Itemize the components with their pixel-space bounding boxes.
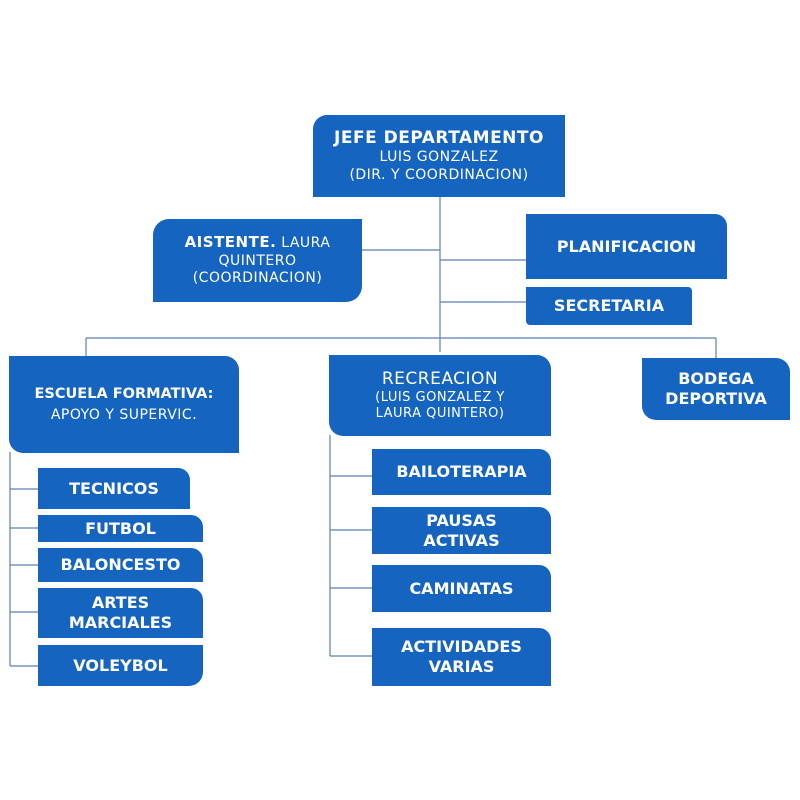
escuela-item-label: TECNICOS [69, 478, 159, 498]
recreacion-item-bailoterapia: BAILOTERAPIA [372, 449, 551, 495]
recreacion-box: RECREACION (LUIS GONZALEZ Y LAURA QUINTE… [329, 355, 551, 436]
recreacion-item-label: BAILOTERAPIA [396, 462, 527, 481]
recreacion-item-caminatas: CAMINATAS [372, 565, 551, 612]
recreacion-item-label-1: PAUSAS [426, 510, 497, 530]
bodega-line-1: BODEGA [678, 369, 754, 388]
escuela-item-artes-marciales: ARTES MARCIALES [38, 588, 203, 638]
assistant-name-rest: QUINTERO [218, 252, 297, 269]
assistant-line-1: AISTENTE. LAURA [185, 233, 331, 253]
escuela-item-label-1: ARTES [91, 593, 150, 612]
escuela-title: ESCUELA FORMATIVA: [34, 385, 214, 402]
bodega-box: BODEGA DEPORTIVA [642, 358, 790, 420]
planificacion-box: PLANIFICACION [526, 214, 727, 279]
recreacion-title: RECREACION [381, 368, 499, 389]
recreacion-item-actividades-varias: ACTIVIDADES VARIAS [372, 628, 551, 686]
assistant-role: (COORDINACION) [192, 270, 323, 287]
head-title: JEFE DEPARTAMENTO [334, 127, 544, 148]
head-role: (DIR. Y COORDINACION) [349, 166, 529, 183]
recreacion-item-pausas-activas: PAUSAS ACTIVAS [372, 507, 551, 554]
assistant-title: AISTENTE. [184, 233, 277, 252]
recreacion-item-label: CAMINATAS [409, 578, 514, 598]
escuela-item-label-2: MARCIALES [68, 613, 173, 632]
escuela-item-voleybol: VOLEYBOL [38, 645, 203, 686]
recreacion-item-label-2: ACTIVAS [423, 530, 500, 550]
escuela-item-tecnicos: TECNICOS [38, 468, 190, 509]
escuela-item-baloncesto: BALONCESTO [38, 548, 203, 582]
bodega-line-2: DEPORTIVA [665, 389, 767, 408]
recreacion-item-label-1: ACTIVIDADES [401, 637, 522, 656]
secretaria-box: SECRETARIA [526, 287, 692, 325]
escuela-box: ESCUELA FORMATIVA: APOYO Y SUPERVIC. [9, 356, 239, 453]
escuela-item-label: FUTBOL [85, 518, 156, 538]
escuela-item-label: VOLEYBOL [73, 655, 168, 675]
recreacion-line-1: (LUIS GONZALEZ Y [375, 389, 505, 405]
head-box: JEFE DEPARTAMENTO LUIS GONZALEZ (DIR. Y … [313, 115, 565, 197]
assistant-name-part: LAURA [281, 235, 331, 252]
recreacion-line-2: LAURA QUINTERO) [375, 406, 505, 422]
assistant-box: AISTENTE. LAURA QUINTERO (COORDINACION) [153, 219, 362, 302]
planificacion-label: PLANIFICACION [556, 236, 697, 256]
escuela-item-label: BALONCESTO [60, 555, 181, 574]
secretaria-label: SECRETARIA [553, 296, 665, 315]
escuela-subtitle: APOYO Y SUPERVIC. [50, 406, 198, 423]
recreacion-item-label-2: VARIAS [428, 657, 495, 676]
head-name: LUIS GONZALEZ [379, 149, 499, 166]
escuela-item-futbol: FUTBOL [38, 515, 203, 542]
